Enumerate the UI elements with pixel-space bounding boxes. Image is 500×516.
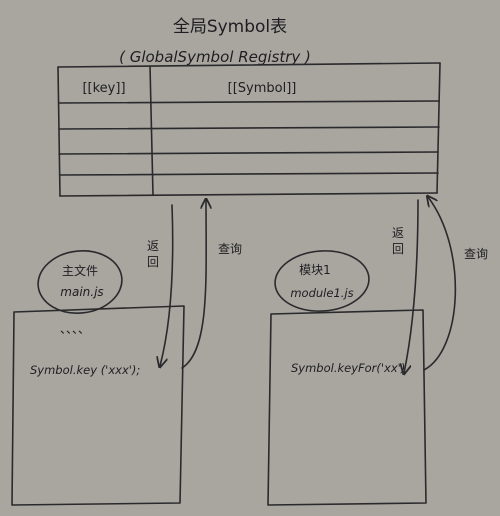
table-header-key: [[key]]: [82, 81, 125, 96]
module-file-label-line1: 模块1: [299, 263, 331, 277]
module-file-box: [267, 309, 427, 506]
right-return-label-2: 回: [392, 242, 404, 256]
table-header-symbol: [[Symbol]]: [228, 81, 297, 96]
main-file-dots: 、、、、: [60, 322, 90, 336]
module-file-group: 模块1 module1.js Symbol.keyFor('xx'): [267, 250, 427, 506]
diagram-subtitle: ( GlobalSymbol Registry ): [119, 48, 311, 66]
table-row-line-4: [59, 172, 439, 176]
module-file-label-bubble: [274, 250, 370, 312]
main-file-label-line2: main.js: [60, 285, 103, 299]
main-file-group: 主文件 main.js 、、、、 Symbol.key ('xxx');: [11, 250, 185, 506]
table-row-line-3: [58, 151, 439, 155]
right-return-label-1: 返: [392, 226, 404, 240]
table-top-edge: [57, 62, 441, 68]
left-return-label-2: 回: [147, 255, 159, 269]
main-file-label-bubble: [37, 250, 123, 314]
table-column-divider: [149, 65, 154, 196]
diagram-title: 全局Symbol表: [173, 17, 287, 37]
right-return-arrow: [404, 199, 419, 373]
left-query-label: 查询: [218, 242, 242, 256]
left-return-arrow: [160, 204, 174, 366]
registry-table: [[key]] [[Symbol]]: [57, 62, 441, 197]
table-row-line-2: [58, 126, 440, 130]
main-file-code: Symbol.key ('xxx');: [30, 363, 140, 377]
left-return-label-1: 返: [147, 239, 159, 253]
main-file-label-line1: 主文件: [62, 263, 98, 278]
table-left-edge: [57, 66, 61, 197]
left-query-arrow: [181, 200, 206, 369]
right-query-label: 查询: [464, 247, 488, 261]
right-query-arrow: [423, 197, 457, 371]
table-bottom-edge: [59, 192, 438, 197]
module-file-code: Symbol.keyFor('xx'): [291, 361, 405, 375]
module-file-label-line2: module1.js: [290, 286, 353, 300]
main-file-box: [11, 305, 185, 506]
table-row-line-1: [58, 100, 440, 104]
table-right-edge: [436, 62, 441, 194]
